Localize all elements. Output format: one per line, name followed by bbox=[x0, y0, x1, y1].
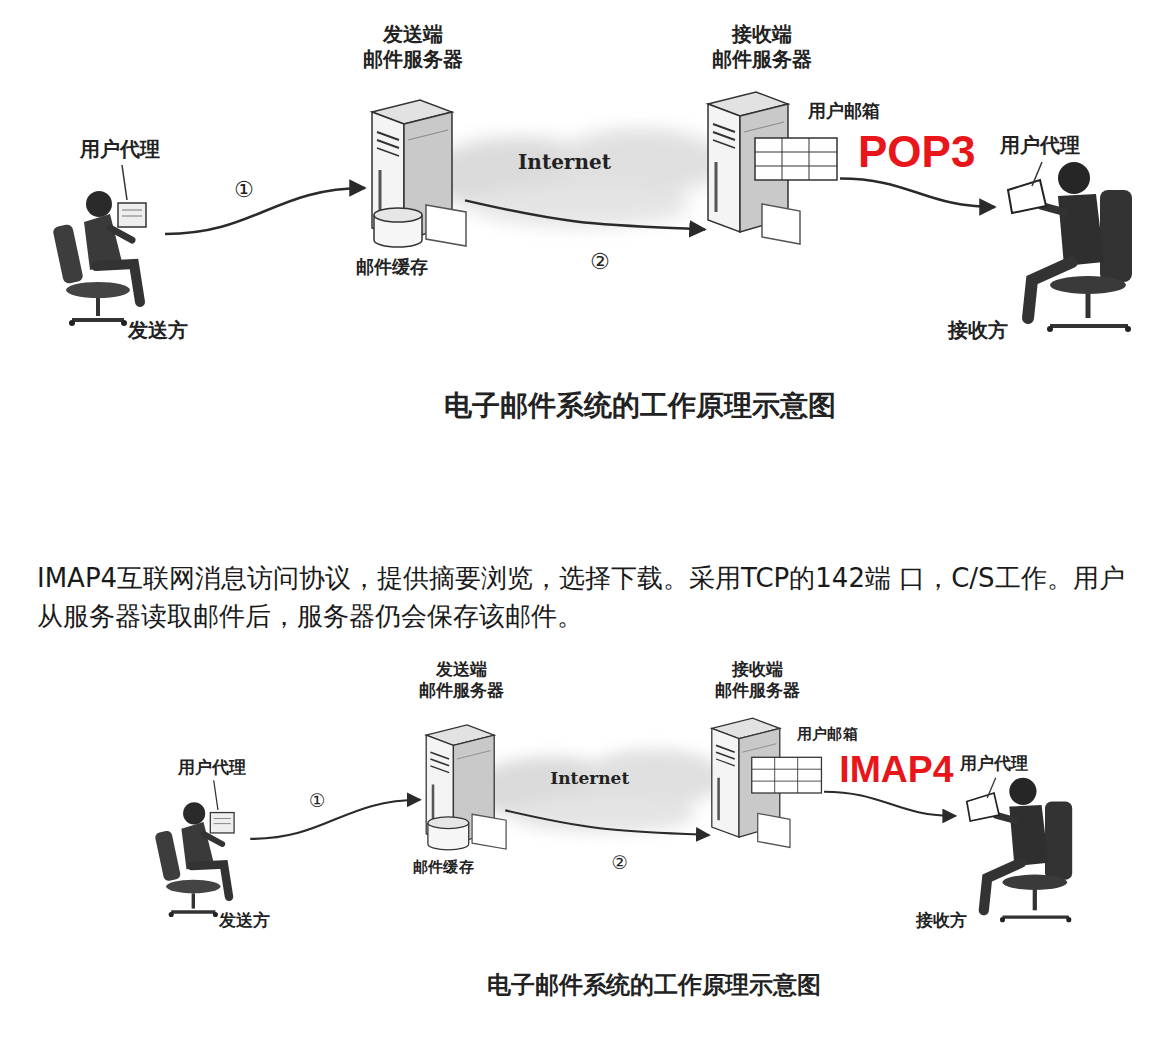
step-number: ② bbox=[588, 248, 612, 276]
illustration bbox=[110, 640, 1099, 1006]
step-number: ① bbox=[307, 790, 327, 813]
figure-label: 用户代理 bbox=[960, 753, 1028, 774]
mail-figure: 用户代理发送方 bbox=[55, 195, 165, 325]
part-label: 接收方 bbox=[916, 910, 967, 931]
part-label: 用户邮箱 bbox=[797, 725, 858, 744]
mail-figure: 用户代理接收方 bbox=[995, 175, 1140, 335]
connector-layer bbox=[110, 640, 1099, 1006]
step-number: ② bbox=[610, 851, 630, 874]
diagram-panel: 用户代理发送方发送端 邮件服务器邮件缓存接收端 邮件服务器用户邮箱用户代理接收方… bbox=[110, 640, 1099, 1006]
part-label: 用户邮箱 bbox=[808, 100, 880, 123]
caption: 电子邮件系统的工作原理示意图 bbox=[320, 388, 960, 423]
protocol-label: IMAP4 bbox=[839, 745, 953, 792]
figure-label: 接收端 邮件服务器 bbox=[710, 659, 805, 702]
figure-label: 用户代理 bbox=[178, 756, 246, 777]
mail-flow-arrow bbox=[840, 179, 995, 208]
mail-flow-arrow bbox=[165, 188, 365, 234]
mail-flow-arrow bbox=[250, 800, 420, 839]
mail-figure: 发送端 邮件服务器邮件缓存 bbox=[420, 721, 505, 853]
part-label: 接收方 bbox=[948, 318, 1008, 343]
mail-figure: 接收端 邮件服务器用户邮箱 bbox=[709, 717, 824, 845]
step-number: ① bbox=[232, 176, 256, 204]
diagram-panel: 用户代理发送方发送端 邮件服务器邮件缓存接收端 邮件服务器用户邮箱用户代理接收方… bbox=[0, 0, 1164, 430]
protocol-label: POP3 bbox=[858, 124, 975, 179]
mail-flow-arrow bbox=[465, 200, 705, 229]
mail-figure: 用户代理接收方 bbox=[956, 789, 1079, 925]
mail-figure: 用户代理发送方 bbox=[157, 806, 251, 917]
figure-label: 用户代理 bbox=[80, 137, 160, 162]
figure-label: 用户代理 bbox=[1000, 133, 1080, 158]
mail-flow-arrow bbox=[824, 792, 956, 816]
part-label: 邮件缓存 bbox=[413, 858, 474, 877]
part-label: 发送方 bbox=[219, 910, 270, 931]
cloud-label: Internet bbox=[550, 768, 629, 789]
cloud-label: Internet bbox=[518, 150, 611, 175]
mail-figure: 接收端 邮件服务器用户邮箱 bbox=[705, 90, 840, 240]
part-label: 邮件缓存 bbox=[356, 256, 428, 279]
part-label: 发送方 bbox=[128, 318, 188, 343]
connector-layer bbox=[0, 0, 1164, 430]
mail-figure: 发送端 邮件服务器邮件缓存 bbox=[365, 95, 465, 250]
figure-label: 发送端 邮件服务器 bbox=[413, 659, 508, 702]
illustration bbox=[0, 0, 1164, 430]
mail-flow-arrow bbox=[505, 810, 709, 835]
figure-label: 发送端 邮件服务器 bbox=[357, 22, 469, 72]
caption: 电子邮件系统的工作原理示意图 bbox=[382, 970, 926, 1000]
note-text: IMAP4互联网消息访问协议，提供摘要浏览，选择下载。采用TCP的142端 口，… bbox=[37, 560, 1137, 635]
figure-label: 接收端 邮件服务器 bbox=[706, 22, 818, 72]
